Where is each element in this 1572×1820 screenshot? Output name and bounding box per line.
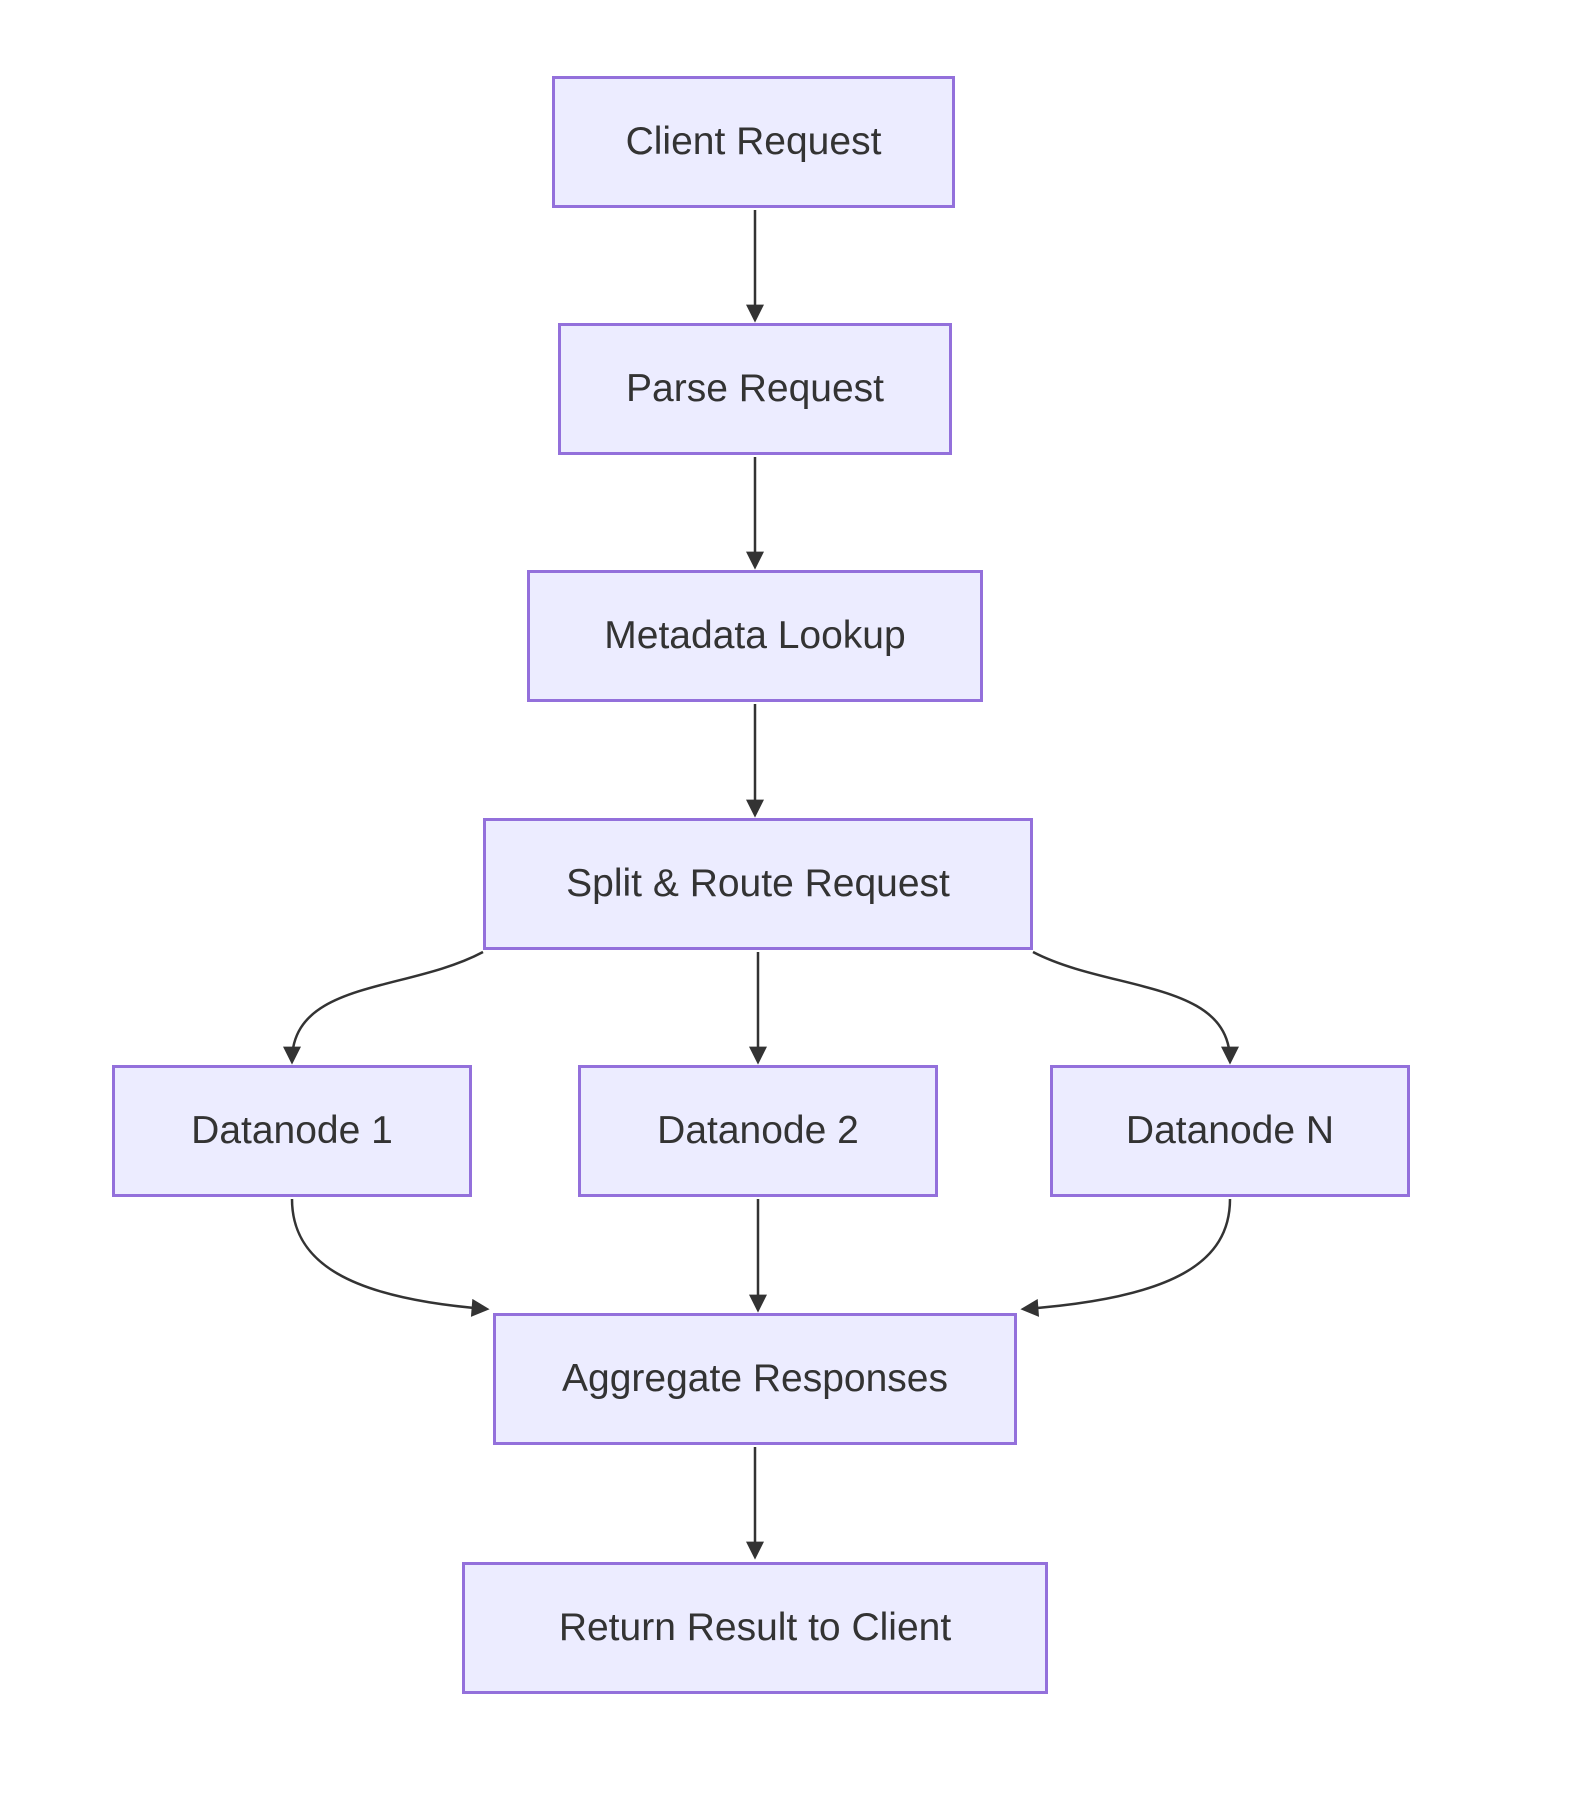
node-client-request: Client Request [552, 76, 955, 208]
edge-split-to-datanode1 [283, 950, 484, 1065]
node-datanode-1: Datanode 1 [112, 1065, 472, 1197]
node-datanode-n: Datanode N [1050, 1065, 1410, 1197]
edge-split-to-datanodeN [1032, 950, 1239, 1065]
node-split-route-request: Split & Route Request [483, 818, 1033, 950]
node-aggregate-responses: Aggregate Responses [493, 1313, 1017, 1445]
edge-datanode1-to-aggregate [290, 1198, 490, 1317]
node-datanode-2: Datanode 2 [578, 1065, 938, 1197]
node-return-result: Return Result to Client [462, 1562, 1048, 1694]
node-parse-request: Parse Request [558, 323, 952, 455]
node-metadata-lookup: Metadata Lookup [527, 570, 983, 702]
edge-datanodeN-to-aggregate [1020, 1198, 1232, 1317]
